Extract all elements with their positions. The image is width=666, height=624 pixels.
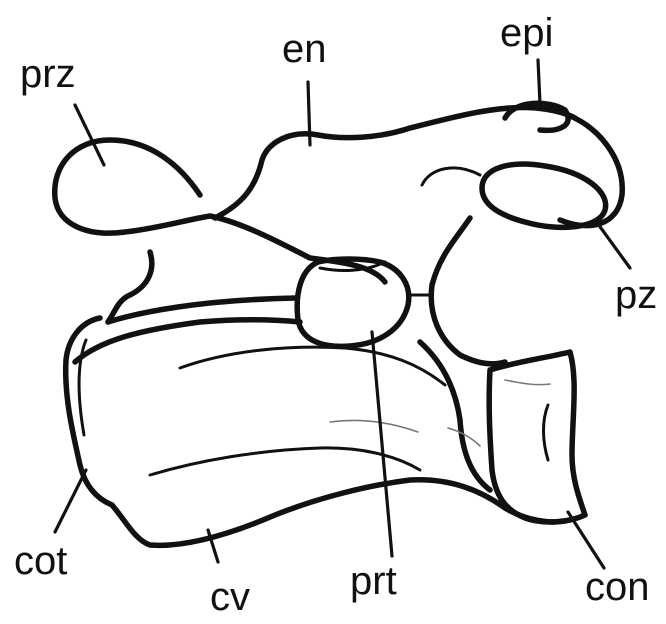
centrum-body-outline: [75, 320, 300, 362]
leader-line-en: [308, 82, 310, 145]
leader-line-epi: [538, 60, 540, 104]
label-con: con: [585, 565, 650, 609]
leader-line-con: [568, 512, 604, 568]
label-pz: pz: [615, 273, 657, 317]
leader-line-cot: [55, 470, 86, 532]
leader-line-prz: [75, 105, 104, 165]
leader-line-prt: [372, 332, 392, 556]
condyle-outline: [489, 352, 585, 522]
centrum-ventral-outline: [112, 480, 570, 546]
neural-arch-posterior-outline: [431, 218, 505, 364]
parapophysis-outline: [297, 259, 409, 346]
centrum-upper-ridge-line: [180, 347, 445, 385]
label-cv: cv: [210, 575, 250, 619]
postzygapophysis-facet-outline: [482, 164, 606, 227]
leader-line-pz: [598, 224, 630, 268]
label-epi: epi: [500, 11, 553, 55]
label-prz: prz: [20, 52, 76, 96]
postzygapophysis-curl-line: [422, 168, 480, 185]
condyle-shading-line: [505, 380, 550, 385]
vertebra-drawing: [55, 103, 623, 545]
condyle-facet-line: [544, 405, 549, 460]
centrum-shading-line: [330, 420, 418, 432]
label-prt: prt: [350, 559, 397, 603]
label-en: en: [282, 27, 327, 71]
centrum-keel-line: [150, 448, 420, 475]
label-cot: cot: [14, 539, 67, 583]
